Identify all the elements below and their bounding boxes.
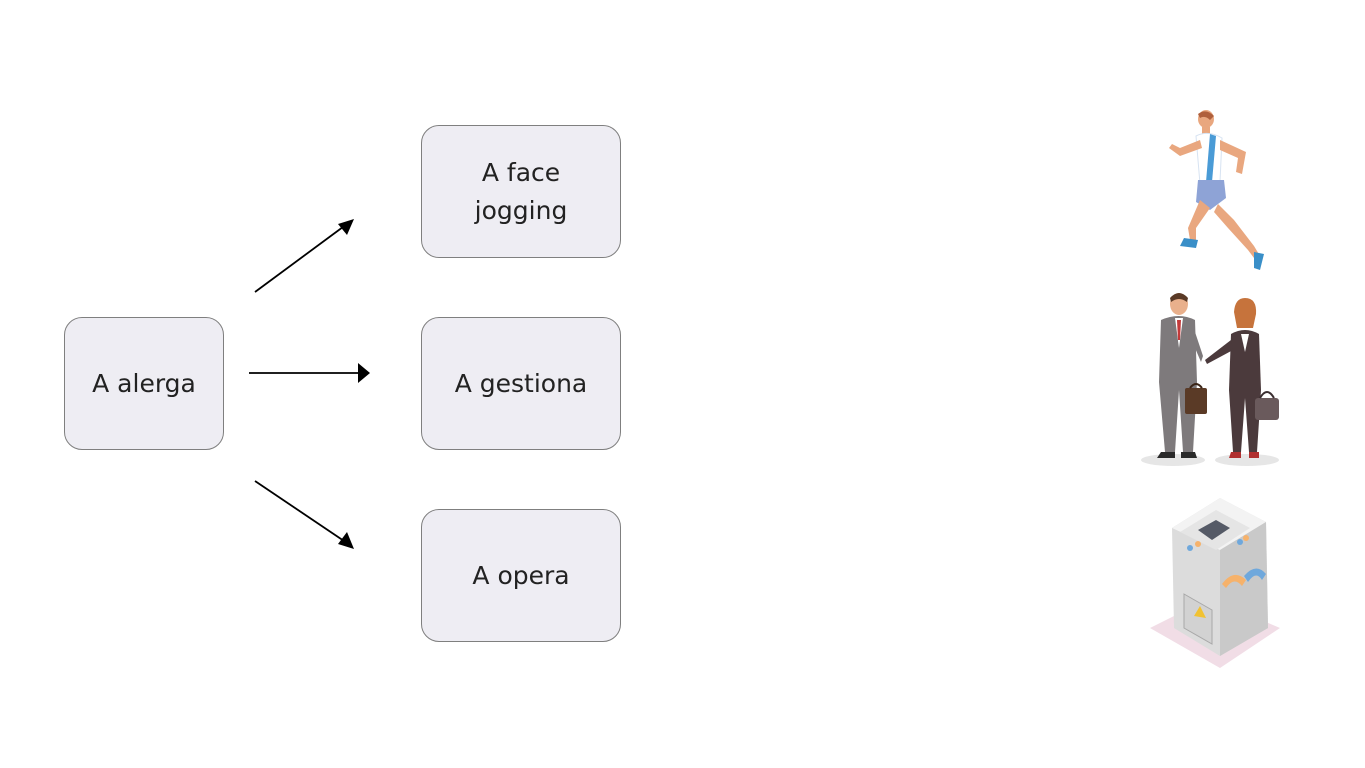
target-node-label: A opera <box>472 560 570 590</box>
target-node-manages: A gestiona <box>421 317 621 450</box>
source-node: A alerga <box>64 317 224 450</box>
target-node-label: A face jogging <box>474 157 568 225</box>
arrow-to-jogging <box>254 219 354 293</box>
runner-icon <box>1169 110 1264 270</box>
target-node-jogging: A face jogging <box>421 125 621 258</box>
source-node-label: A alerga <box>92 368 196 398</box>
target-node-label: A gestiona <box>454 368 588 398</box>
target-node-operates: A opera <box>421 509 621 642</box>
arrow-to-operates <box>254 480 354 549</box>
business-people-icon <box>1141 293 1279 466</box>
arrow-to-manages <box>249 363 370 383</box>
machine-icon <box>1150 498 1280 668</box>
